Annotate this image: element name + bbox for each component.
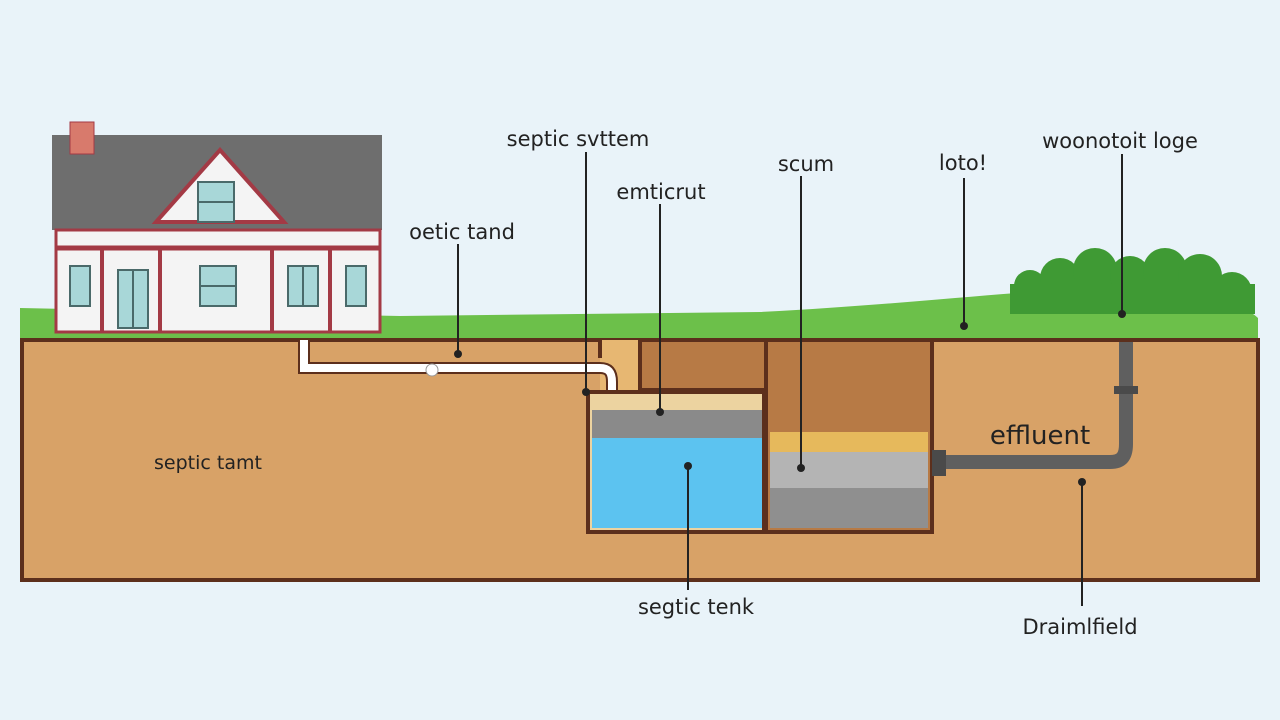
pipe-coupling [1114,386,1138,394]
label-loto: loto! [939,151,987,175]
window [345,265,367,307]
sediment-layer [770,452,928,488]
chimney-icon [69,121,95,155]
label-scum: scum [778,152,834,176]
label-oetic-tand: oetic tand [409,220,515,244]
bush-icon [1010,248,1255,314]
scum-layer [592,410,762,438]
water-layer [592,438,762,528]
leader-lines [457,152,1123,606]
label-effluent: effluent [990,421,1090,451]
leader-dots [454,310,1126,486]
house-icon [52,121,382,334]
inlet-pipe-inner [300,340,616,402]
label-top-right: woonotoit loge [1042,129,1198,153]
sludge-layer [770,488,928,528]
pipe-joint [425,363,439,377]
outlet-pipe [936,342,1133,469]
label-septic-system: septic svttem [507,127,650,151]
label-septic-tamt: septic tamt [154,452,262,474]
label-septic-tank-bottom: segtic tenk [638,595,755,619]
gravel-layer [770,432,928,452]
pipe-coupling [932,450,946,476]
label-emticrut: emticrut [616,180,705,204]
window [69,265,91,307]
label-drainfield: Draimlfield [1022,615,1137,639]
